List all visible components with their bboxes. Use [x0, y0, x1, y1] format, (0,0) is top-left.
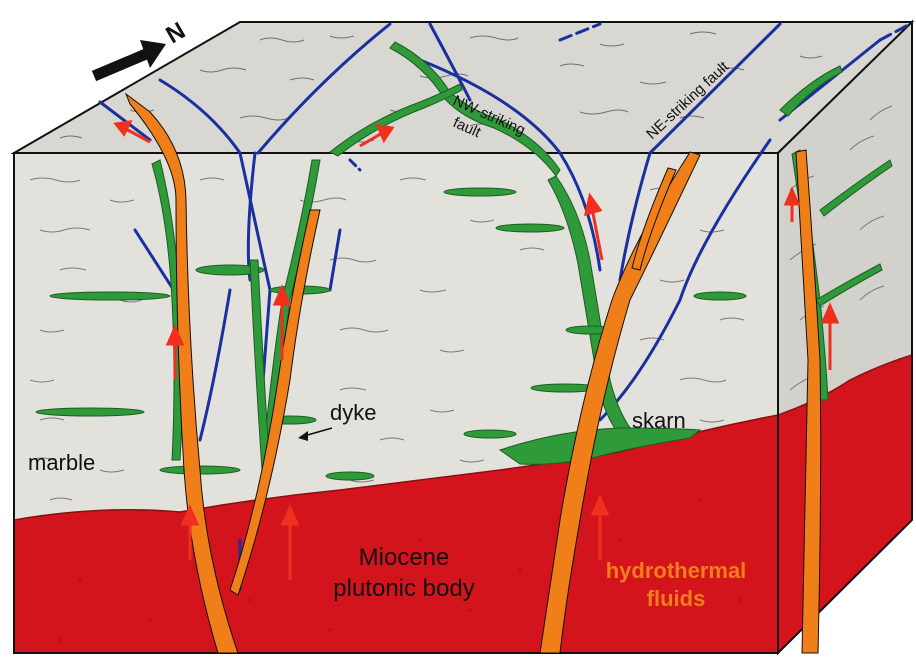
- fluids-label-line2: fluids: [647, 586, 706, 611]
- pluton-label-line1: Miocene: [359, 544, 450, 571]
- skarn-label: skarn: [632, 408, 686, 433]
- fluids-label-line1: hydrothermal: [606, 558, 747, 583]
- north-label: N: [162, 17, 191, 49]
- dyke-label: dyke: [330, 400, 376, 425]
- marble-label: marble: [28, 450, 95, 475]
- pluton-label-line2: plutonic body: [333, 575, 474, 602]
